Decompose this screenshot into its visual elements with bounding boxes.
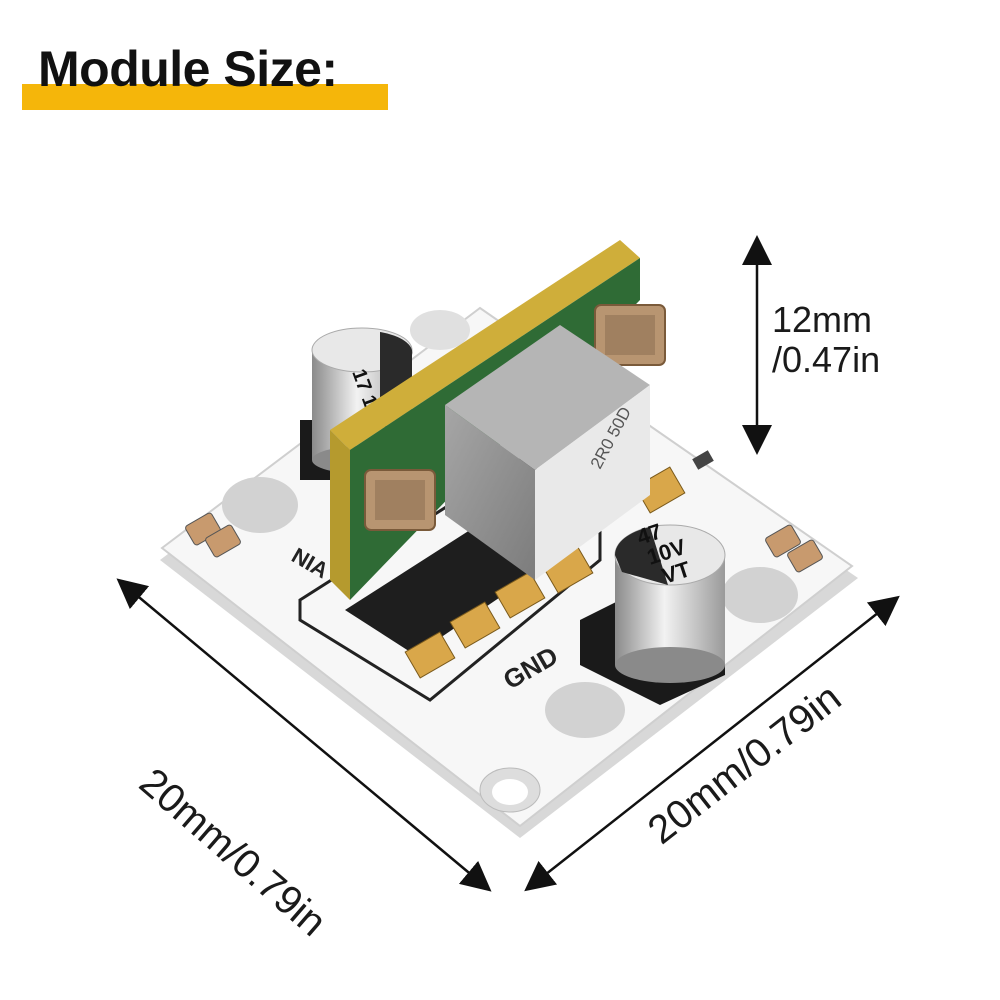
height-mm: 12mm [772, 299, 873, 340]
width-left-arrow [116, 578, 492, 892]
page-title: Module Size: [38, 41, 338, 97]
height-dimension-label: 12mm /0.47in [772, 300, 880, 379]
inductor: 2R0 50D [445, 325, 650, 580]
title-banner: Module Size: [22, 40, 392, 120]
title-highlight-bar [22, 84, 388, 110]
width-right-arrow [524, 595, 900, 892]
height-in: /0.47in [772, 338, 881, 380]
